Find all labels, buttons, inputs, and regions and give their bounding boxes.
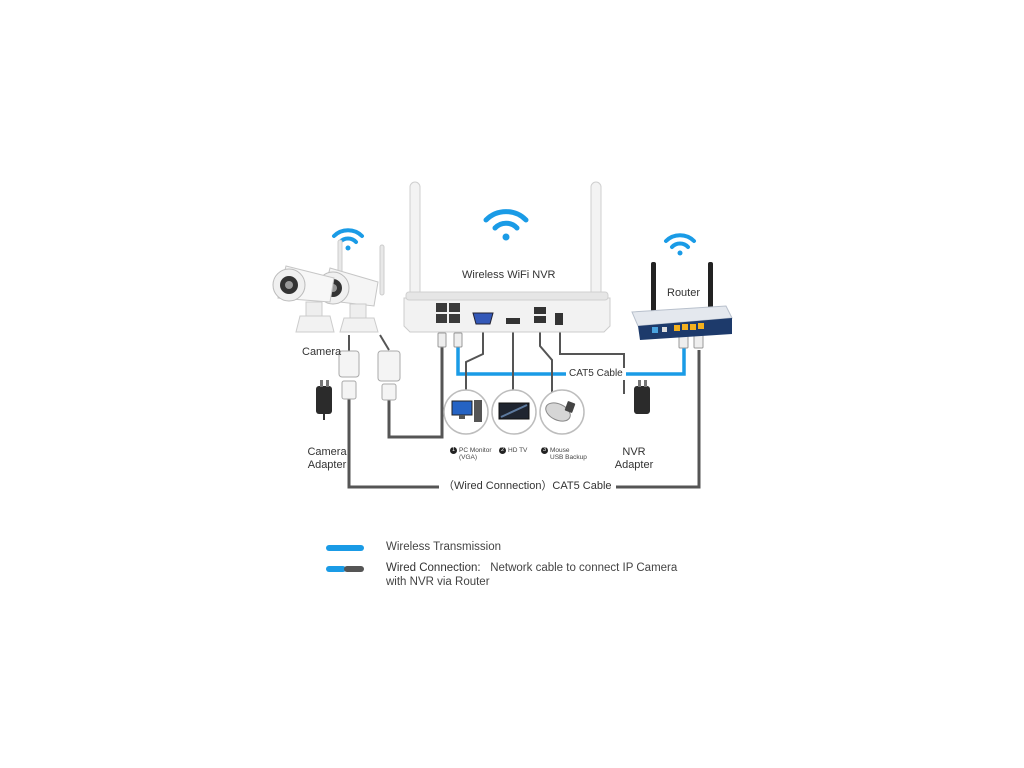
wifi-icon-router [664,233,696,256]
peripheral-1-text-b: (VGA) [459,454,478,462]
peripheral-1-number: 1 [450,447,457,454]
camera-adapter-label-line2: Adapter [307,458,347,471]
hd-tv-icon [491,389,537,435]
peripheral-3-number: 3 [541,447,548,454]
peripheral-2-number: 2 [499,447,506,454]
nvr-label: Wireless WiFi NVR [462,269,556,281]
router-label: Router [667,287,701,299]
power-adapter-icon-nvr [634,380,650,414]
peripheral-3-text-b: USB Backup [550,454,587,462]
camera-label: Camera [302,346,342,358]
power-cable-nvr [559,328,625,394]
nvr-icon [403,181,611,333]
pc-monitor-icon [443,389,489,435]
legend-wireless-label: Wireless Transmission [386,541,502,553]
router-icon [631,262,733,340]
legend-bar-wired [326,566,364,572]
vga-cable [465,328,484,394]
legend-wired-desc-1: Network cable to connect IP Camera [490,562,678,574]
cat5-cable-label: CAT5 Cable [566,368,626,380]
peripheral-1-text-a: PC Monitor [459,447,492,454]
wired-connection-cable-label: （Wired Connection）CAT5 Cable [439,480,616,493]
camera-icon [272,239,385,333]
camera-to-nvr-cable [387,340,444,439]
mouse-icon [539,389,585,435]
legend-wired: Wired Connection: Network cable to conne… [386,561,686,589]
camera2-cable [379,334,390,351]
usb-cable [539,330,553,394]
wifi-icon-nvr [483,209,529,241]
peripheral-3-text-a: Mouse [550,447,570,454]
nvr-adapter-label-line1: NVR [622,446,646,458]
legend-bar-wireless [326,545,364,551]
legend-wired-desc-2: with NVR via Router [386,576,490,588]
nvr-adapter-label: NVR Adapter [612,446,656,471]
legend-wired-key: Wired Connection: [386,562,481,574]
nvr-adapter-label-line2: Adapter [614,458,654,471]
camera-adapter-label: Camera Adapter [305,446,349,471]
peripheral-2-text-a: HD TV [508,447,528,454]
power-adapter-icon-camera [316,380,332,420]
camera-connectors [338,350,401,401]
camera-adapter-label-line1: Camera [307,446,347,458]
